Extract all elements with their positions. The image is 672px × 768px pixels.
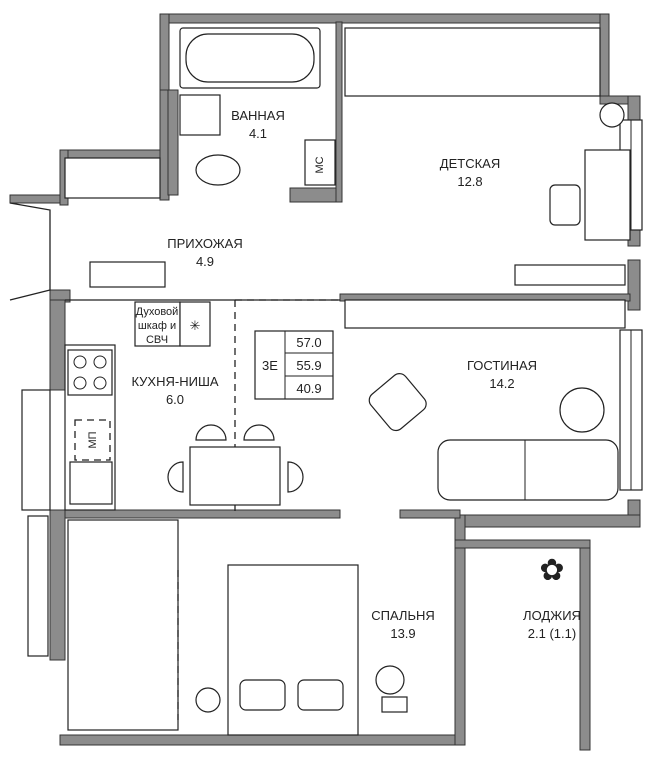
plant-icon: ✿ [539,554,564,587]
oven-cabinet [134,301,181,347]
bathtub [179,27,321,89]
room-living-area: 14.2 [489,376,514,391]
room-hallway-area: 4.9 [196,254,214,269]
wardrobe [344,299,626,329]
room-hallway-name: ПРИХОЖАЯ [167,236,243,251]
room-bedroom-name: СПАЛЬНЯ [371,608,435,623]
room-labels: ВАННАЯ 4.1 ДЕТСКАЯ 12.8 ПРИХОЖАЯ 4.9 КУХ… [131,108,580,641]
oven-label-3: СВЧ [146,334,168,346]
room-bathroom-area: 4.1 [249,126,267,141]
closet [64,157,161,199]
room-kids-name: ДЕТСКАЯ [440,156,500,171]
summary-table: 3Е 57.0 55.9 40.9 [254,330,334,400]
cooktop [67,349,113,396]
room-loggia-area: 2.1 (1.1) [528,626,576,641]
wardrobe-bedroom [67,519,179,731]
fridge-icon: ✳ [190,318,201,333]
oven-label-2: шкаф и [138,320,176,332]
apartment-type: 3Е [262,358,278,373]
sink [179,94,221,136]
shaft-label: МС [314,156,326,173]
armchair [368,373,427,432]
room-kitchen-area: 6.0 [166,392,184,407]
room-kitchen-name: КУХНЯ-НИША [131,374,218,389]
walls [9,13,641,751]
shoe-cabinet [89,261,166,288]
bed [344,27,601,97]
desk [584,149,631,241]
sofa [437,439,619,501]
radiator [514,264,626,286]
room-living-name: ГОСТИНАЯ [467,358,537,373]
dining-table [189,446,281,506]
room-loggia-name: ЛОДЖИЯ [523,608,581,623]
toilet [195,154,241,186]
total-area: 57.0 [296,335,321,350]
chair [549,184,581,226]
room-bathroom-name: ВАННАЯ [231,108,285,123]
living-area: 40.9 [296,381,321,396]
room-kids-area: 12.8 [457,174,482,189]
shaft [304,139,336,186]
fridge [179,301,211,347]
cooktop-label: МП [87,431,99,448]
room-bedroom-area: 13.9 [390,626,415,641]
oven-label-1: Духовой [136,306,179,318]
area-no-loggia: 55.9 [296,358,321,373]
